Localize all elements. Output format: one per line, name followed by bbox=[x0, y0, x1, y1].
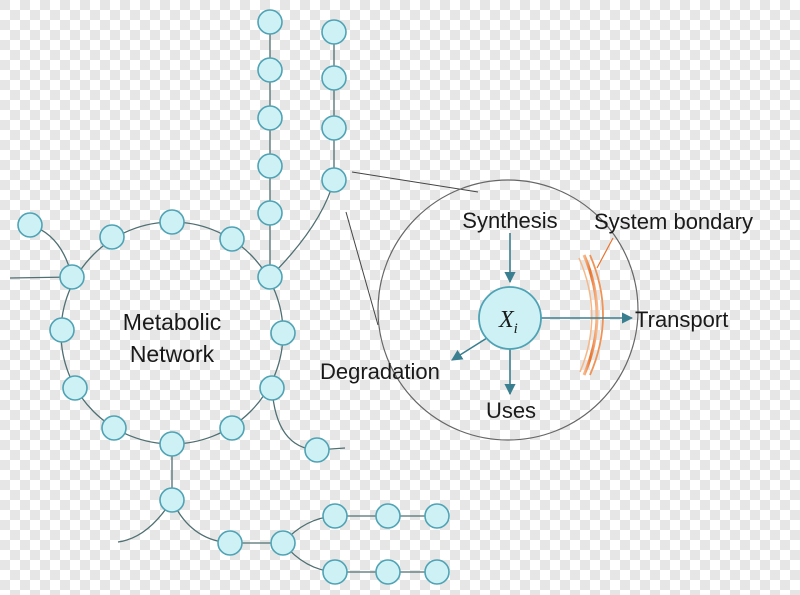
network-label-line1: Metabolic bbox=[123, 309, 221, 335]
network-node bbox=[159, 431, 185, 457]
uses-label: Uses bbox=[486, 398, 536, 423]
zoom-circle bbox=[377, 179, 639, 441]
system-boundary-label: System bondary bbox=[594, 209, 753, 234]
network-node bbox=[259, 375, 285, 401]
network-node bbox=[424, 503, 450, 529]
degradation-arrow bbox=[451, 337, 488, 361]
degradation-label: Degradation bbox=[320, 359, 440, 384]
network-node bbox=[270, 530, 296, 556]
network-node bbox=[159, 209, 185, 235]
metabolite-symbol: Xi bbox=[498, 307, 518, 337]
metabolite-node-xi bbox=[478, 286, 542, 350]
metabolite-symbol-x: X bbox=[498, 307, 515, 333]
metabolite-subscript: i bbox=[514, 321, 518, 337]
network-label-line2: Network bbox=[130, 341, 215, 367]
zoom-view: Xi Synthesis System bondary Transport De… bbox=[320, 179, 753, 441]
network-node bbox=[17, 212, 43, 238]
network-node bbox=[375, 503, 401, 529]
network-node bbox=[257, 153, 283, 179]
network-node bbox=[99, 224, 125, 250]
network-node bbox=[321, 19, 347, 45]
network-node bbox=[304, 437, 330, 463]
network-node bbox=[59, 264, 85, 290]
network-node bbox=[62, 375, 88, 401]
system-boundary-icon bbox=[578, 254, 604, 376]
transport-label: Transport bbox=[635, 307, 728, 332]
network-node bbox=[270, 320, 296, 346]
network-node bbox=[257, 9, 283, 35]
zoom-connector-lower bbox=[345, 211, 379, 326]
network-node bbox=[257, 200, 283, 226]
network-node bbox=[217, 530, 243, 556]
network-node bbox=[424, 559, 450, 585]
flux-arrows bbox=[451, 233, 634, 396]
network-node bbox=[321, 115, 347, 141]
network-nodes bbox=[17, 9, 450, 585]
zoom-connector-upper bbox=[351, 171, 479, 193]
network-node bbox=[219, 415, 245, 441]
network-node bbox=[257, 57, 283, 83]
boundary-leader-line bbox=[596, 237, 614, 269]
synthesis-label: Synthesis bbox=[462, 208, 557, 233]
network-node bbox=[322, 503, 348, 529]
network-node bbox=[257, 105, 283, 131]
network-node bbox=[159, 487, 185, 513]
network-node bbox=[321, 167, 347, 193]
network-node bbox=[257, 264, 283, 290]
network-node bbox=[322, 559, 348, 585]
network-node bbox=[49, 317, 75, 343]
network-node bbox=[219, 226, 245, 252]
network-node bbox=[375, 559, 401, 585]
network-node bbox=[321, 65, 347, 91]
network-node bbox=[101, 415, 127, 441]
